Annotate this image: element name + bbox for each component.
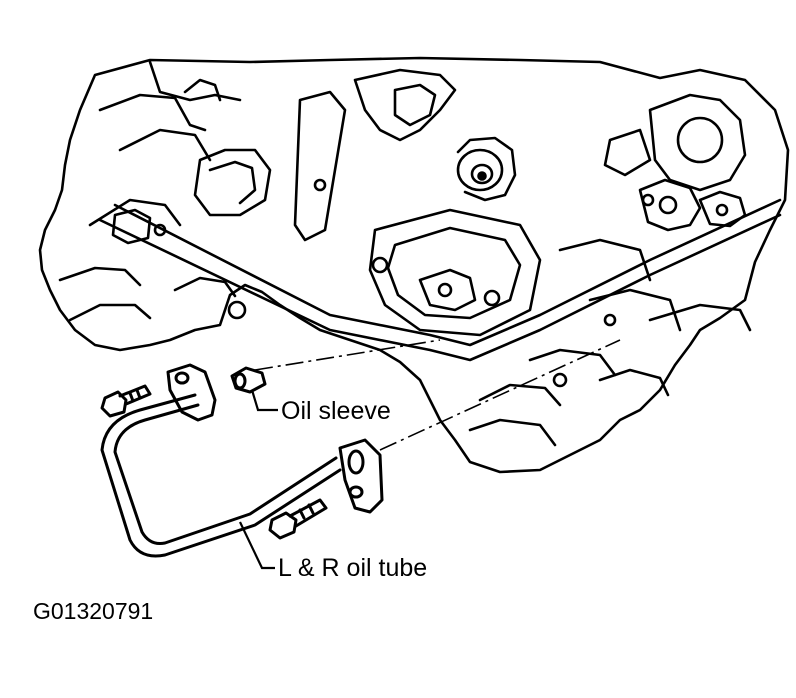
alignment-centerlines bbox=[254, 339, 621, 451]
oil-sleeve-label: Oil sleeve bbox=[281, 397, 391, 425]
oil-tube-assembly bbox=[100, 363, 384, 558]
leader-lines bbox=[239, 389, 278, 570]
oil-tube-label: L & R oil tube bbox=[278, 554, 428, 582]
figure-id-label: G01320791 bbox=[33, 598, 154, 624]
engine-block-drawing bbox=[38, 56, 790, 474]
